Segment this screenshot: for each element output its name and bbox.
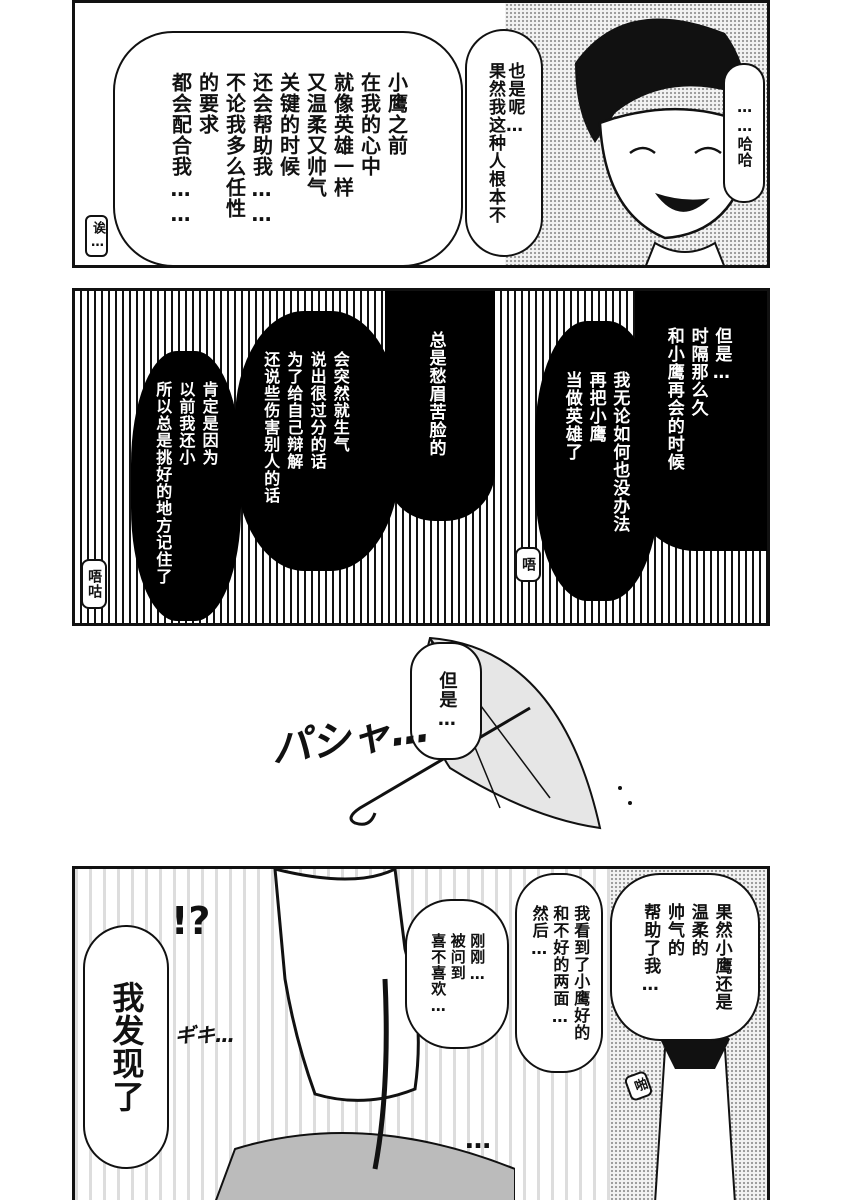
speech-text: ……哈哈 xyxy=(735,98,754,168)
speech-text: 刚刚… 被问到 喜不喜欢… xyxy=(429,932,487,1016)
speech-bubble: 刚刚… 被问到 喜不喜欢… xyxy=(405,899,509,1049)
speech-text: 我看到了小鹰好的 和不好的两面… 然后… xyxy=(529,905,591,1041)
dark-caption-box: 会突然就生气 说出很过分的话 为了给自己辩解 还说些伤害别人的话 xyxy=(235,311,400,571)
panel-4: 果然小鹰还是 温柔的 帅气的 帮助了我… 我看到了小鹰好的 和不好的两面… 然后… xyxy=(72,866,770,1200)
dark-caption-box: 我无论如何也没办法 再把小鹰 当做英雄了 xyxy=(535,321,660,601)
character-face-illustration xyxy=(575,18,752,265)
dark-caption-box: 总是愁眉苦脸的 xyxy=(385,291,495,521)
speech-text: 果然小鹰还是 温柔的 帅气的 帮助了我… xyxy=(640,903,732,1011)
sound-effect: 唔 xyxy=(515,547,542,582)
hand-gripping-illustration xyxy=(215,869,515,1200)
speech-bubble: 我看到了小鹰好的 和不好的两面… 然后… xyxy=(515,873,603,1073)
caption-text: 但是… 时隔那么久 和小鹰再会的时候 xyxy=(663,327,732,471)
sound-effect: 诶… xyxy=(85,215,108,257)
speech-bubble-large: 我发现了 xyxy=(83,925,169,1169)
speech-bubble: 也是呢… 果然我这种人根本不 xyxy=(465,29,543,257)
thought-text: 小鹰之前 在我的心中 就像英雄一样 又温柔又帅气 关键的时候 还会帮助我…… 不… xyxy=(168,71,409,227)
speech-text: 但是… xyxy=(436,671,458,731)
panel-1: 也是呢… 果然我这种人根本不 小鹰之前 在我的心中 就像英雄一样 又温柔又帅气 … xyxy=(72,0,770,268)
trailing-sound-effect: … xyxy=(465,1125,491,1155)
panel-2: 但是… 时隔那么久 和小鹰再会的时候 我无论如何也没办法 再把小鹰 当做英雄了 … xyxy=(72,288,770,626)
caption-text: 我无论如何也没办法 再把小鹰 当做英雄了 xyxy=(561,371,630,533)
speech-bubble: 但是… xyxy=(410,642,482,760)
surprise-sound-effect: !? xyxy=(171,899,211,943)
sound-effect: 唔咕 xyxy=(81,559,108,609)
grip-sound-effect: ギキ… xyxy=(175,1023,235,1047)
speech-bubble-small: ……哈哈 xyxy=(723,63,765,203)
speech-text: 也是呢… 果然我这种人根本不 xyxy=(485,62,525,224)
speech-text: 我发现了 xyxy=(107,981,146,1113)
thought-bubble: 小鹰之前 在我的心中 就像英雄一样 又温柔又帅气 关键的时候 还会帮助我…… 不… xyxy=(113,31,463,265)
caption-text: 总是愁眉苦脸的 xyxy=(425,331,446,457)
panel-3: 但是… パシャ… xyxy=(0,628,845,850)
speech-bubble: 果然小鹰还是 温柔的 帅气的 帮助了我… xyxy=(610,873,760,1041)
dark-caption-box: 肯定是因为 以前我还小 所以总是挑好的地方记住了 xyxy=(131,351,241,621)
caption-text: 会突然就生气 说出很过分的话 为了给自己辩解 还说些伤害别人的话 xyxy=(261,351,350,504)
caption-text: 肯定是因为 以前我还小 所以总是挑好的地方记住了 xyxy=(153,381,219,585)
